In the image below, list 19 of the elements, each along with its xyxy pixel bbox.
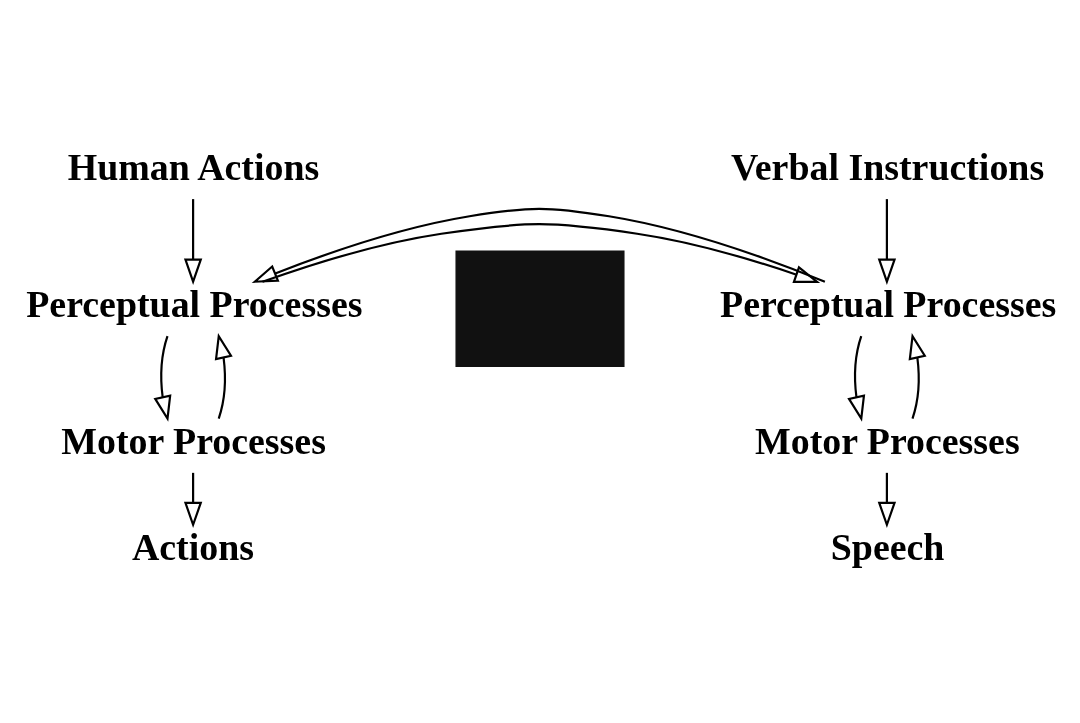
node-text: Motor Processes [61,419,326,462]
arrow [153,335,172,422]
arrow [877,472,897,528]
node-text: Human Actions [67,145,320,188]
arrow [183,472,203,528]
node-text: Actions [131,525,254,568]
node-text: Perceptual Processes [26,282,363,325]
node-text: Verbal Instructions [730,145,1045,188]
arrow [214,332,233,419]
arrow [251,207,826,283]
node-text: Perceptual Processes [720,282,1057,325]
arrow [183,198,203,285]
arrow [877,198,897,285]
arrow [262,222,821,283]
node-text: Speech [830,525,945,568]
arrow [847,335,866,422]
node-box [455,250,625,367]
arrow [908,332,927,419]
node-text: Motor Processes [754,419,1020,462]
